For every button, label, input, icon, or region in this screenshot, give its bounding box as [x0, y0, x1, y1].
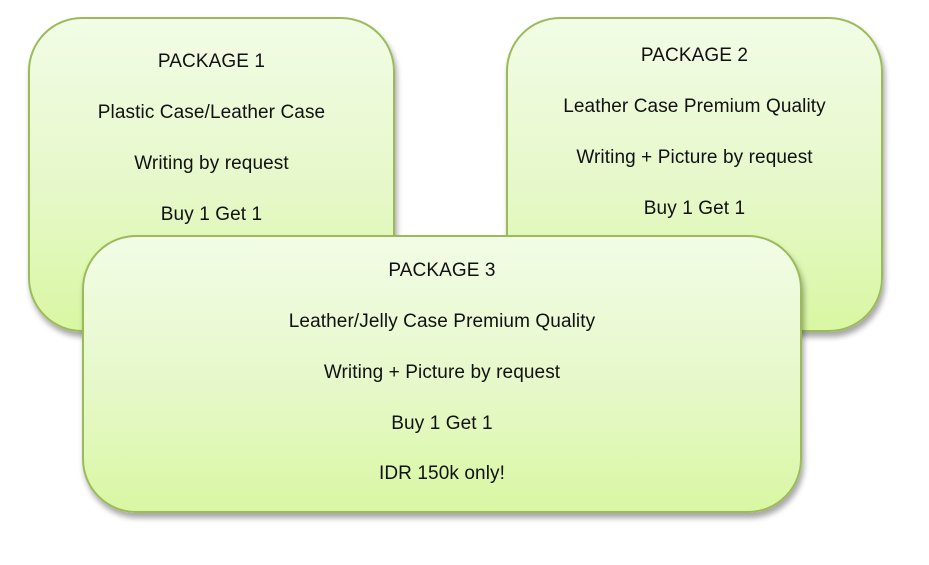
package-3-line-3: Buy 1 Get 1 [391, 413, 493, 434]
package-3-box: PACKAGE 3 Leather/Jelly Case Premium Qua… [82, 235, 802, 513]
package-1-title: PACKAGE 1 [157, 51, 266, 72]
package-2-line-1: Leather Case Premium Quality [563, 96, 826, 117]
package-3-line-1: Leather/Jelly Case Premium Quality [288, 311, 596, 332]
package-1-line-3: Buy 1 Get 1 [160, 204, 263, 225]
package-3-price: IDR 150k only! [378, 463, 505, 484]
package-2-line-2: Writing + Picture by request [576, 147, 813, 168]
package-3-title: PACKAGE 3 [388, 260, 496, 281]
package-1-line-2: Writing by request [134, 153, 289, 174]
package-3-line-2: Writing + Picture by request [323, 362, 561, 383]
package-2-title: PACKAGE 2 [640, 45, 749, 66]
package-1-line-1: Plastic Case/Leather Case [97, 102, 326, 123]
package-2-line-3: Buy 1 Get 1 [643, 198, 746, 219]
